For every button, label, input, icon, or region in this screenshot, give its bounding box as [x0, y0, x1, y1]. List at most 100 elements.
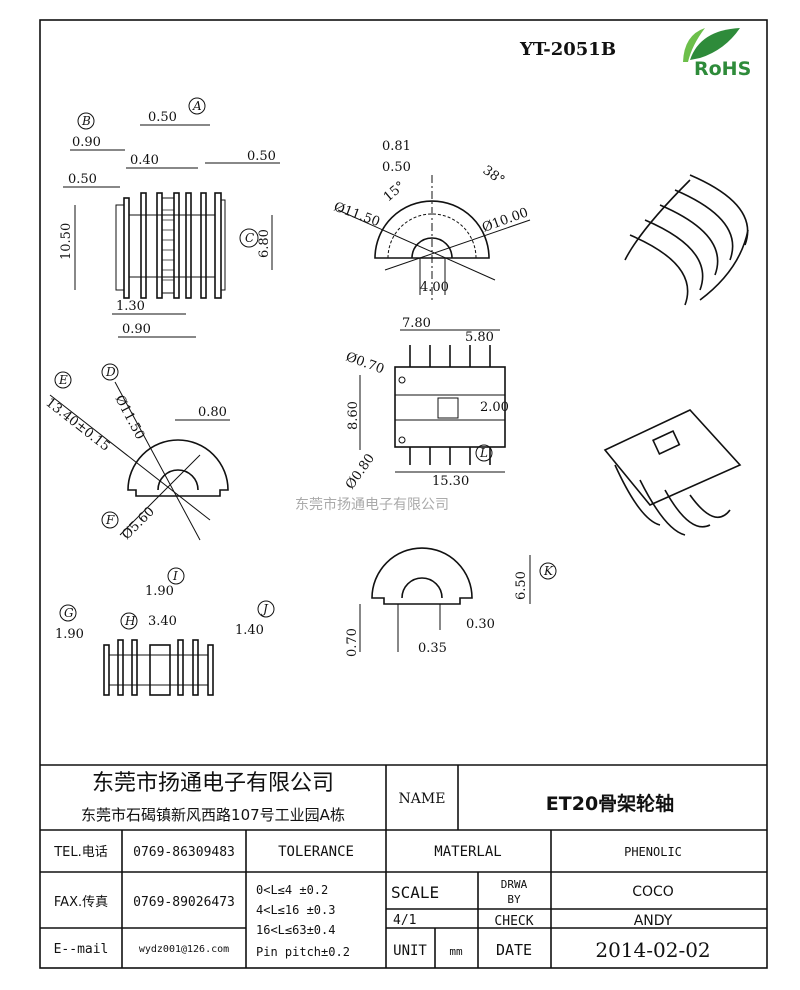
- dim-text: 15.30: [432, 474, 469, 489]
- dim-text: 0.90: [122, 322, 151, 337]
- dim-text: 38°: [480, 163, 507, 189]
- dim-text: 0.50: [68, 172, 97, 187]
- material-value: PHENOLIC: [624, 845, 682, 859]
- dim-text: Ø11.50: [111, 393, 147, 442]
- fax-value: 0769-89026473: [133, 895, 235, 910]
- check-value: ANDY: [634, 913, 673, 929]
- date-label: DATE: [496, 941, 532, 959]
- lower-view: [103, 639, 214, 696]
- bottom-view: [359, 329, 506, 473]
- drawn-by-label: DRWA: [501, 878, 528, 891]
- svg-text:L: L: [479, 446, 488, 460]
- dim-text: 0.50: [247, 149, 276, 164]
- drawn-by-value: COCO: [632, 884, 674, 900]
- company-name: 东莞市扬通电子有限公司: [92, 771, 334, 796]
- dim-text: 2.00: [480, 400, 509, 415]
- part-name: ET20骨架轮轴: [546, 792, 674, 815]
- dim-text: 0.50: [382, 160, 411, 175]
- company-address: 东莞市石碣镇新风西路107号工业园A栋: [81, 806, 345, 824]
- svg-text:D: D: [105, 365, 116, 379]
- dim-text: 1.40: [235, 623, 264, 638]
- fax-label: FAX.传真: [54, 895, 108, 910]
- label-e: E: [54, 371, 72, 389]
- dim-text: 1.90: [55, 627, 84, 642]
- tel-value: 0769-86309483: [133, 845, 235, 860]
- dim-text: 6.80: [257, 229, 272, 258]
- dim-text: Ø10.00: [480, 205, 530, 235]
- svg-text:F: F: [105, 513, 115, 527]
- label-f: F: [101, 511, 119, 529]
- dim-text: 1.30: [116, 299, 145, 314]
- dim-text: 0.90: [72, 135, 101, 150]
- label-j: J: [257, 600, 275, 618]
- dim-text: 0.80: [198, 405, 227, 420]
- name-label: NAME: [399, 791, 446, 807]
- dim-text: 8.60: [346, 401, 361, 430]
- svg-text:G: G: [64, 606, 74, 620]
- svg-text:B: B: [81, 114, 91, 128]
- lower-dimensions: 1.90 1.90 3.40 1.40: [55, 584, 264, 642]
- dim-text: 3.40: [148, 614, 177, 629]
- isometric-view-bottom: [603, 409, 742, 536]
- svg-text:K: K: [543, 564, 554, 578]
- dim-text: 15°: [381, 179, 408, 205]
- front-dimension-lines: [63, 124, 280, 338]
- tolerance-row: 16<L≤63±0.4: [256, 923, 335, 937]
- label-k: K: [539, 562, 557, 580]
- view-label-markers: A B C D E F G H I J K L: [54, 97, 557, 630]
- dim-text: 5.80: [465, 330, 494, 345]
- section-view: [49, 381, 230, 541]
- label-b: B: [77, 112, 95, 130]
- tel-label: TEL.电话: [53, 845, 108, 860]
- dim-text: Ø5.60: [119, 504, 158, 543]
- dim-text: 10.50: [59, 223, 74, 260]
- drawn-by-label: BY: [507, 893, 521, 906]
- svg-text:I: I: [172, 569, 178, 583]
- svg-text:RoHS: RoHS: [694, 58, 751, 80]
- material-label: MATERLAL: [434, 844, 501, 860]
- part-number: YT-2051B: [519, 39, 616, 60]
- svg-text:H: H: [124, 614, 136, 628]
- section-dimensions: 13.40±0.15 Ø11.50 0.80 Ø5.60: [43, 393, 227, 543]
- svg-text:A: A: [192, 99, 202, 113]
- dim-text: 0.50: [148, 110, 177, 125]
- tolerance-row: 4<L≤16 ±0.3: [256, 903, 335, 917]
- label-g: G: [59, 604, 77, 622]
- tolerance-row: 0<L≤4 ±0.2: [256, 883, 328, 897]
- front-view: [115, 192, 226, 299]
- email-label: E--mail: [54, 942, 109, 957]
- end-view: [337, 175, 531, 300]
- dim-text: 4.00: [420, 280, 449, 295]
- dim-text: 1.90: [145, 584, 174, 599]
- check-label: CHECK: [494, 914, 533, 929]
- scale-value: 4/1: [393, 913, 416, 928]
- dim-text: 0.30: [466, 617, 495, 632]
- svg-text:C: C: [245, 231, 254, 245]
- unit-value: mm: [449, 945, 463, 958]
- dim-text: Ø11.50: [332, 200, 382, 230]
- dim-text: 0.81: [382, 139, 411, 154]
- isometric-view-top: [624, 174, 749, 306]
- label-d: D: [101, 363, 119, 381]
- watermark: 东莞市扬通电子有限公司: [295, 496, 449, 513]
- sheet-border: [39, 19, 768, 969]
- end-dimensions: 0.81 0.50 15° 38° Ø11.50 Ø10.00 4.00: [332, 139, 531, 295]
- dim-text: Ø0.80: [343, 451, 378, 492]
- bottom-dimensions: 7.80 5.80 Ø0.70 8.60 2.00 Ø0.80 15.30: [343, 316, 509, 492]
- tolerance-label: TOLERANCE: [278, 844, 354, 860]
- side-view: [359, 547, 531, 652]
- scale-label: SCALE: [391, 883, 439, 902]
- label-i: I: [167, 567, 185, 585]
- unit-label: UNIT: [393, 943, 427, 959]
- label-l: L: [475, 444, 493, 462]
- dim-text: 0.40: [130, 153, 159, 168]
- dim-text: 7.80: [402, 316, 431, 331]
- side-dimensions: 6.50 0.70 0.30 0.35: [345, 571, 529, 657]
- front-dimensions: 0.50 0.90 0.40 0.50 0.50 10.50 6.80 1.30…: [59, 110, 276, 337]
- label-c: C: [239, 228, 259, 248]
- date-value: 2014-02-02: [595, 938, 710, 962]
- svg-text:E: E: [58, 373, 68, 387]
- label-h: H: [120, 612, 138, 630]
- dim-text: 13.40±0.15: [43, 395, 113, 454]
